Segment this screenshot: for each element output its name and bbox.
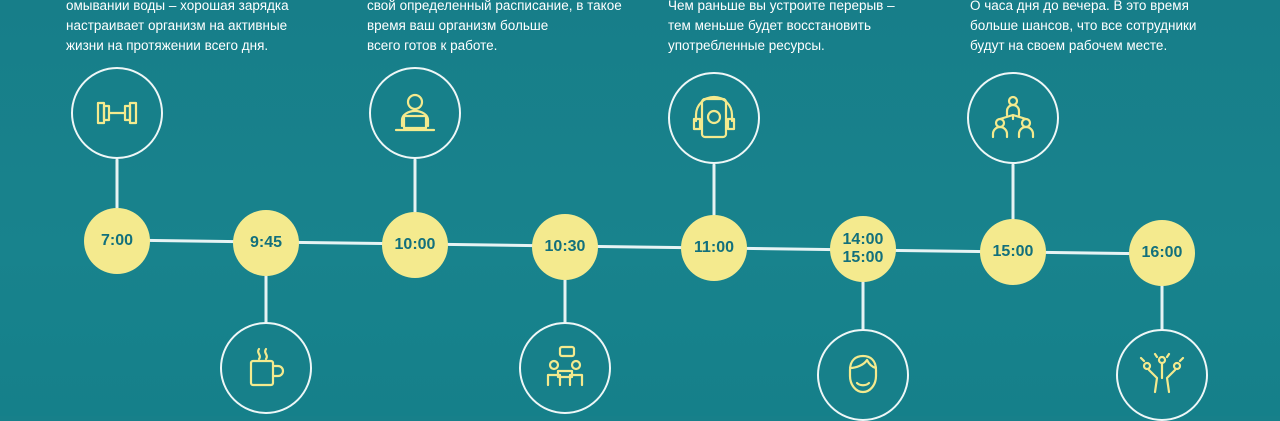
description-3: Чем раньше вы устроите перерыв – тем мен… [668,0,895,53]
time-node-6: 14:00 15:00 [830,216,896,282]
time-node-5: 11:00 [681,215,747,281]
idea-brain-icon [1116,329,1208,421]
time-node-7: 15:00 [980,219,1046,285]
team-hierarchy-icon [967,72,1059,164]
person-laptop-icon [369,67,461,159]
time-node-3: 10:00 [382,212,448,278]
dumbbell-icon [71,67,163,159]
description-1: омывании воды – хорошая зарядка настраив… [66,0,289,53]
tablet-headphones-icon [668,72,760,164]
face-icon [817,329,909,421]
meeting-chat-icon [519,322,611,414]
description-4: О часа дня до вечера. В это время больше… [970,0,1197,53]
time-node-4: 10:30 [532,214,598,280]
description-2: свой определенный расписание, в такое вр… [367,0,622,53]
time-node-8: 16:00 [1129,220,1195,286]
coffee-mug-icon [220,322,312,414]
time-node-1: 7:00 [84,208,150,274]
time-node-2: 9:45 [233,210,299,276]
